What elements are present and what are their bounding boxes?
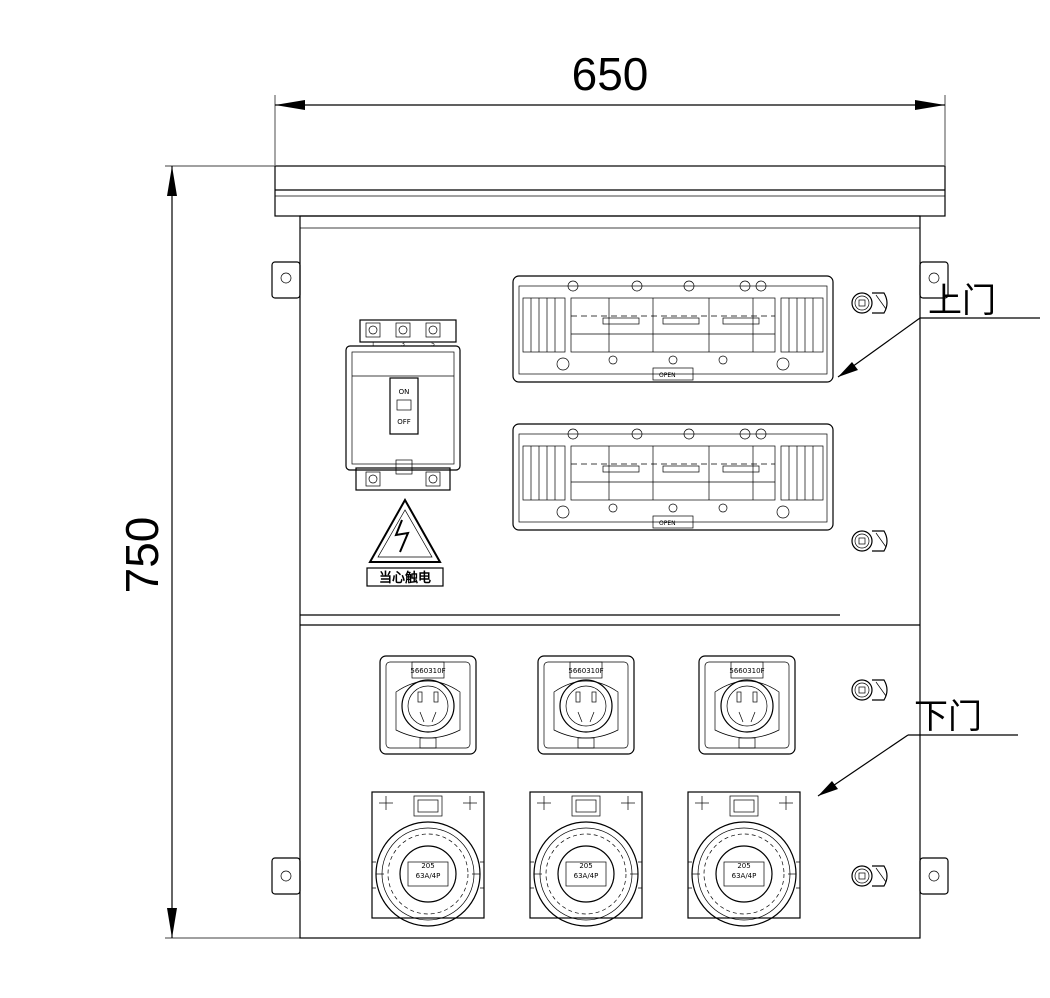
breaker-rail-upper [512, 275, 834, 383]
electric-shock-warning-icon [368, 497, 442, 563]
width-dimension: 650 [274, 48, 946, 165]
industrial-plug: 205 63A/4P [371, 791, 485, 927]
upper-door-lock-icon [851, 292, 888, 314]
lower-door-label: 下门 [914, 697, 982, 737]
warning-sign: 当心触电 [366, 497, 444, 587]
plug-model: 205 [421, 862, 434, 870]
lower-door-callout: 下门 [817, 697, 1018, 797]
industrial-socket: 5660310F [379, 655, 477, 755]
warning-text: 当心触电 [379, 570, 431, 586]
plug-model: 205 [579, 862, 592, 870]
breaker-rail-lower [512, 423, 834, 531]
plug-model: 205 [737, 862, 750, 870]
height-dimension: 750 [116, 165, 300, 939]
socket-model: 5660310F [568, 667, 603, 675]
cabinet-body [299, 215, 921, 939]
industrial-socket: 5660310F [698, 655, 796, 755]
terminal-label: 1 [371, 341, 375, 348]
lower-door-lock-icon [851, 679, 888, 701]
plug-rating: 63A/4P [732, 872, 757, 880]
upper-door-label: 上门 [928, 281, 996, 321]
lower-door-lock-icon [851, 865, 888, 887]
industrial-plug: 205 63A/4P [687, 791, 801, 927]
cabinet-roof [274, 165, 946, 217]
socket-model: 5660310F [729, 667, 764, 675]
upper-door-lock-icon [851, 530, 888, 552]
industrial-plug: 205 63A/4P [529, 791, 643, 927]
terminal-label: 3 [401, 341, 405, 348]
terminal-label: 5 [431, 341, 435, 348]
mounting-tab-bottom-right [919, 857, 949, 895]
socket-model: 5660310F [410, 667, 445, 675]
plug-rating: 63A/4P [416, 872, 441, 880]
width-label: 650 [572, 48, 649, 100]
upper-door-callout: 上门 [837, 281, 1040, 378]
height-label: 750 [116, 517, 168, 594]
plug-rating: 63A/4P [574, 872, 599, 880]
breaker-off-label: OFF [397, 418, 411, 426]
mounting-tab-top-right [919, 261, 949, 299]
industrial-socket: 5660310F [537, 655, 635, 755]
main-circuit-breaker: 1 3 5 ON OFF [345, 319, 461, 491]
mounting-tab-bottom-left [271, 857, 301, 895]
mounting-tab-top-left [271, 261, 301, 299]
breaker-on-label: ON [399, 388, 410, 396]
